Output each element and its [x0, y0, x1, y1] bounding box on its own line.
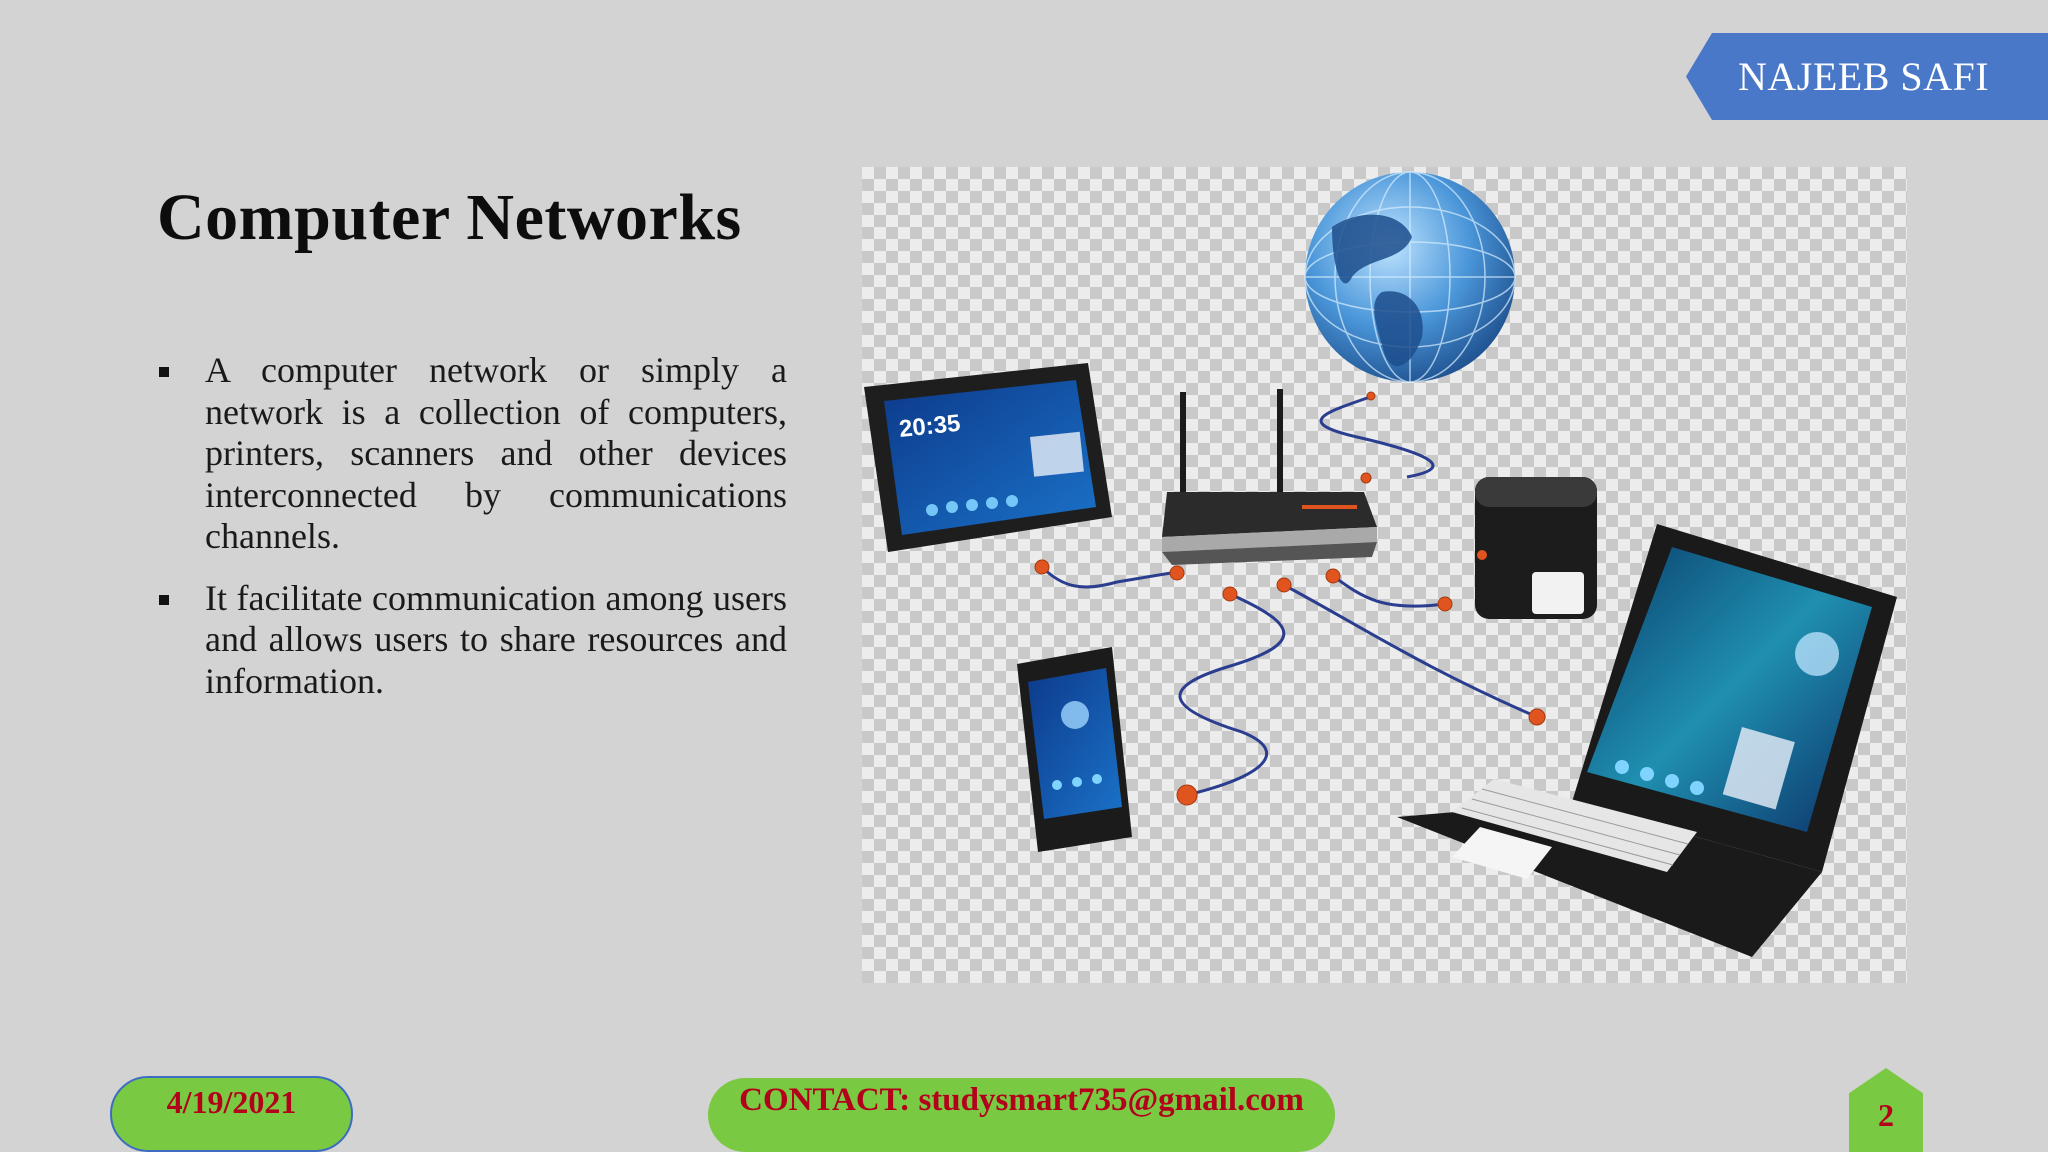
connector-dot — [1360, 472, 1372, 484]
footer-date: 4/19/2021 — [166, 1084, 297, 1120]
cable-router-laptop — [1283, 583, 1538, 719]
page-number: 2 — [1878, 1097, 1894, 1133]
storage-drive-icon — [1475, 477, 1597, 619]
connector-dot — [1528, 708, 1546, 726]
cable-globe-router — [1319, 395, 1435, 479]
page-number-badge: 2 — [1849, 1068, 1923, 1152]
cable-connectors — [1034, 391, 1546, 806]
connector-dot — [1366, 391, 1376, 401]
author-tab: NAJEEB SAFI — [1686, 33, 2048, 120]
connector-dot — [1176, 784, 1198, 806]
tablet-icon: 20:35 — [864, 363, 1112, 552]
cable-tablet-router — [1040, 565, 1178, 589]
router-icon — [1162, 389, 1377, 565]
cable-phone-router — [1178, 592, 1286, 797]
date-badge: 4/19/2021 — [110, 1076, 353, 1152]
slide-title: Computer Networks — [157, 181, 742, 254]
contact-badge: CONTACT: studysmart735@gmail.com — [708, 1078, 1335, 1152]
bullet-list: A computer network or simply a network i… — [157, 350, 787, 722]
bullet-item: A computer network or simply a network i… — [157, 350, 787, 558]
smartphone-icon — [1017, 647, 1132, 852]
globe-icon — [1304, 171, 1516, 383]
connector-dot — [1325, 568, 1341, 584]
bullet-marker-icon — [159, 594, 169, 605]
connector-dot — [1169, 565, 1185, 581]
footer-contact: CONTACT: studysmart735@gmail.com — [739, 1082, 1304, 1118]
network-illustration: 20:35 — [862, 167, 1907, 983]
connector-dot — [1437, 596, 1453, 612]
bullet-marker-icon — [159, 367, 169, 377]
author-name: NAJEEB SAFI — [1738, 54, 1990, 99]
cable-router-storage — [1332, 574, 1446, 608]
laptop-icon — [1397, 524, 1897, 957]
bullet-text: A computer network or simply a network i… — [205, 350, 787, 556]
connector-dot — [1222, 586, 1238, 602]
bullet-text: It facilitate communication among users … — [205, 577, 787, 701]
bullet-item: It facilitate communication among users … — [157, 578, 787, 703]
connector-dot — [1034, 559, 1050, 575]
connector-dot — [1276, 577, 1292, 593]
network-cables — [1040, 395, 1538, 797]
tablet-clock-text: 20:35 — [898, 410, 962, 443]
